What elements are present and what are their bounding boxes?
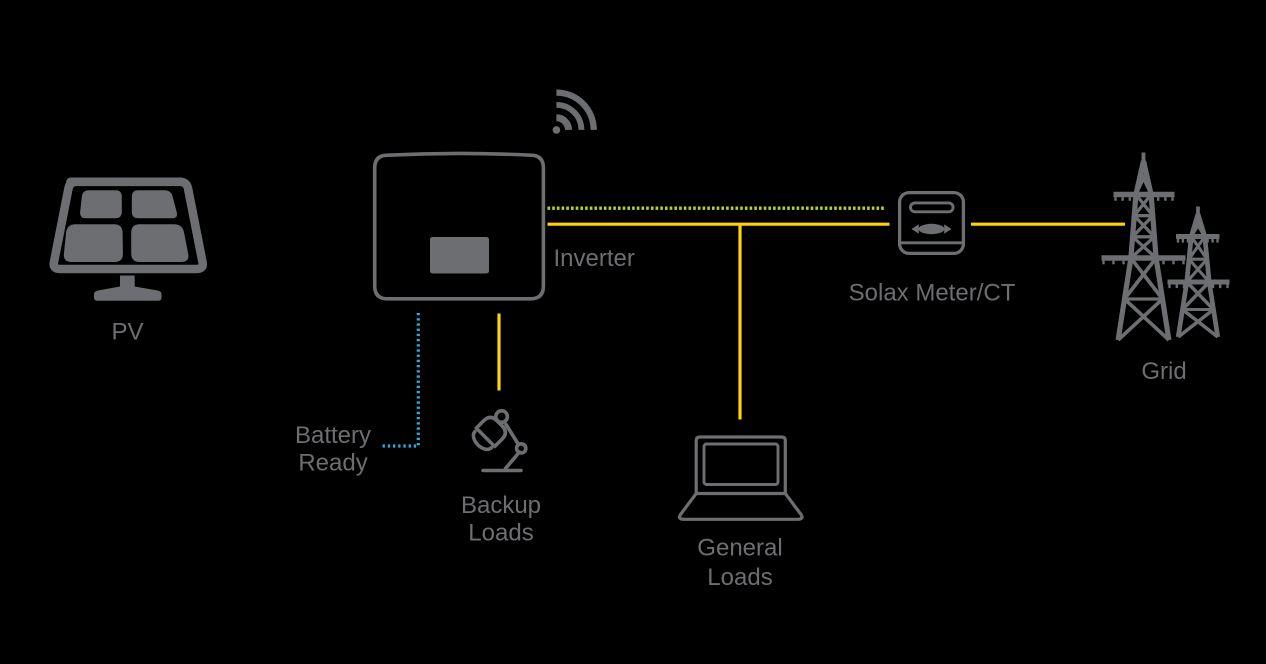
svg-text:Loads: Loads — [707, 564, 772, 591]
svg-text:Battery: Battery — [295, 422, 371, 449]
svg-text:Backup: Backup — [461, 492, 541, 519]
svg-text:Loads: Loads — [468, 520, 533, 547]
svg-text:Inverter: Inverter — [554, 245, 635, 272]
svg-text:Solax Meter/CT: Solax Meter/CT — [849, 280, 1016, 307]
svg-text:PV: PV — [111, 319, 143, 346]
svg-text:General: General — [697, 535, 782, 562]
svg-text:Ready: Ready — [298, 450, 367, 477]
svg-text:Grid: Grid — [1141, 358, 1186, 385]
